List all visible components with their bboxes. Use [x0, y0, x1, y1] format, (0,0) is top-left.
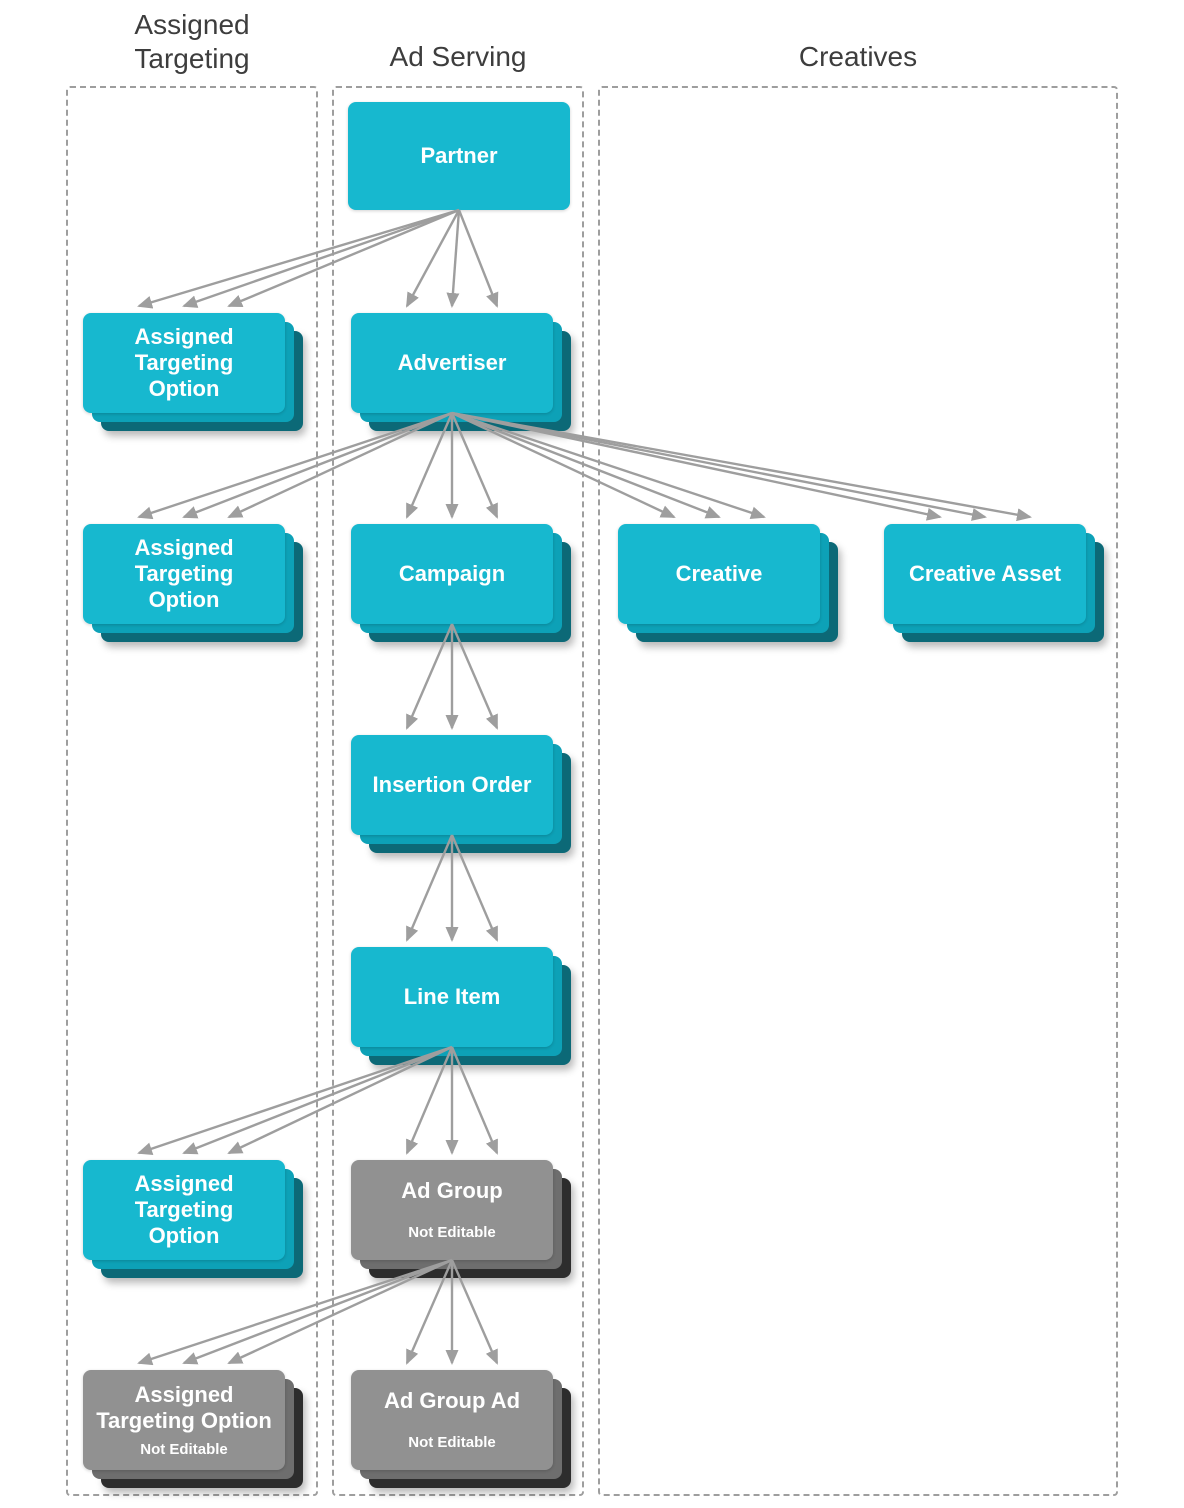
node-label: Assigned Targeting Option [134, 324, 234, 401]
node-assigned-targeting-option-advertiser: Assigned Targeting Option [83, 524, 303, 642]
node-ad-group-ad: Ad Group Ad Not Editable [351, 1370, 571, 1488]
node-face: Insertion Order [351, 735, 553, 835]
node-face: Advertiser [351, 313, 553, 413]
node-assigned-targeting-option-partner: Assigned Targeting Option [83, 313, 303, 431]
node-face: Campaign [351, 524, 553, 624]
node-face: Partner [348, 102, 570, 210]
node-label: Advertiser [397, 350, 507, 375]
node-label: Assigned Targeting Option [96, 1381, 272, 1433]
node-insertion-order: Insertion Order [351, 735, 571, 853]
node-label: Creative [675, 561, 763, 586]
column-ad-serving [332, 86, 584, 1496]
node-line-item: Line Item [351, 947, 571, 1065]
node-label: Creative Asset [908, 561, 1062, 586]
node-face: Ad Group Ad Not Editable [351, 1370, 553, 1470]
node-label: Campaign [398, 561, 506, 586]
node-label: Assigned Targeting Option [134, 1171, 234, 1248]
node-face: Assigned Targeting Option [83, 1160, 285, 1260]
node-advertiser: Advertiser [351, 313, 571, 431]
node-assigned-targeting-option-ad-group: Assigned Targeting Option Not Editable [83, 1370, 303, 1488]
node-creative-asset: Creative Asset [884, 524, 1104, 642]
node-label: Insertion Order [372, 772, 532, 797]
column-title-ad-serving: Ad Serving [389, 41, 527, 72]
node-label: Ad Group Ad [383, 1388, 521, 1413]
node-face: Line Item [351, 947, 553, 1047]
node-creative: Creative [618, 524, 838, 642]
column-assigned-targeting [66, 86, 318, 1496]
node-label: Ad Group [401, 1178, 503, 1203]
node-face: Assigned Targeting Option [83, 313, 285, 413]
node-face: Creative [618, 524, 820, 624]
node-campaign: Campaign [351, 524, 571, 642]
node-label: Assigned Targeting Option [134, 535, 234, 612]
node-ad-group: Ad Group Not Editable [351, 1160, 571, 1278]
node-face: Assigned Targeting Option Not Editable [83, 1370, 285, 1470]
column-creatives [598, 86, 1118, 1496]
node-sublabel-not-editable: Not Editable [408, 1434, 496, 1451]
node-face: Assigned Targeting Option [83, 524, 285, 624]
node-face: Creative Asset [884, 524, 1086, 624]
node-label: Partner [420, 143, 498, 168]
node-sublabel-not-editable: Not Editable [140, 1440, 228, 1458]
node-assigned-targeting-option-line-item: Assigned Targeting Option [83, 1160, 303, 1278]
node-sublabel-not-editable: Not Editable [408, 1224, 496, 1241]
node-label: Line Item [403, 984, 501, 1009]
node-partner: Partner [348, 102, 570, 210]
column-title-creatives: Creatives [798, 41, 918, 72]
node-face: Ad Group Not Editable [351, 1160, 553, 1260]
column-title-assigned-targeting: Assigned Targeting [134, 9, 250, 74]
